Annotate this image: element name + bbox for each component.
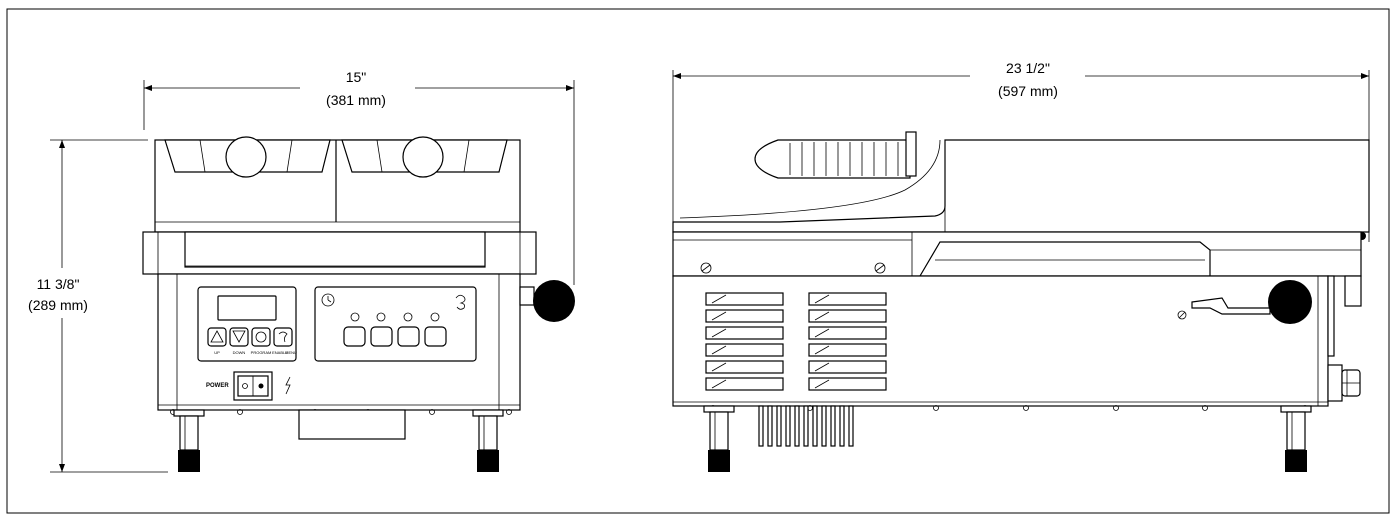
front-left-foot	[173, 409, 205, 472]
side-heat-sink	[758, 405, 854, 447]
timer-button-1[interactable]	[343, 326, 366, 347]
side-vent-left	[705, 292, 784, 391]
lightning-icon	[285, 376, 291, 395]
enable-button[interactable]	[273, 327, 293, 347]
timer-button-4[interactable]	[424, 326, 447, 347]
front-hinge-bar	[142, 231, 537, 275]
side-length-dimension: 23 1/2" (597 mm)	[672, 60, 1370, 242]
program-caption: PROGRAM	[251, 350, 272, 355]
menu-caption: MENU	[285, 350, 297, 355]
program-button[interactable]	[251, 327, 271, 347]
front-width-dimension: 15" (381 mm)	[143, 69, 575, 285]
enable-caption: ENABLE	[272, 350, 288, 355]
front-width-metric: (381 mm)	[326, 92, 386, 108]
power-label: POWER	[206, 383, 229, 389]
front-top-platen	[154, 136, 521, 233]
up-caption: UP	[214, 350, 220, 355]
front-power-switch: POWER	[206, 371, 291, 401]
side-vent-right	[808, 292, 887, 391]
side-length-metric: (597 mm)	[998, 83, 1058, 99]
front-view: 15" (381 mm) 11 3/8" (289 mm)	[28, 69, 575, 473]
front-height-metric: (289 mm)	[28, 297, 88, 313]
timer-button-2[interactable]	[370, 326, 393, 347]
front-height-dimension: 11 3/8" (289 mm)	[28, 139, 168, 473]
front-knob	[533, 280, 575, 322]
side-knob	[1268, 280, 1312, 324]
front-display-panel: UP DOWN PROGRAM ENABLE MENU	[197, 286, 297, 362]
clock-icon	[321, 293, 335, 307]
down-caption: DOWN	[233, 350, 246, 355]
front-height-label: 11 3/8"	[37, 276, 80, 292]
side-left-foot	[703, 405, 735, 472]
front-right-foot	[472, 409, 504, 472]
side-plate-assembly	[672, 231, 1362, 307]
side-top-platen	[672, 131, 1370, 240]
steam-icon	[455, 294, 466, 310]
side-length-label: 23 1/2"	[1006, 60, 1050, 76]
temperature-display	[217, 295, 277, 321]
side-right-foot	[1280, 405, 1312, 472]
front-width-label: 15"	[346, 69, 367, 85]
front-drip-tray	[298, 409, 406, 440]
side-cord-gland	[1327, 364, 1361, 402]
side-view: 23 1/2" (597 mm)	[672, 60, 1370, 472]
drawing-frame	[6, 8, 1390, 514]
down-button[interactable]	[229, 327, 249, 347]
front-timer-panel	[314, 286, 477, 362]
timer-button-3[interactable]	[397, 326, 420, 347]
up-button[interactable]	[207, 327, 227, 347]
side-lever	[1177, 280, 1312, 324]
